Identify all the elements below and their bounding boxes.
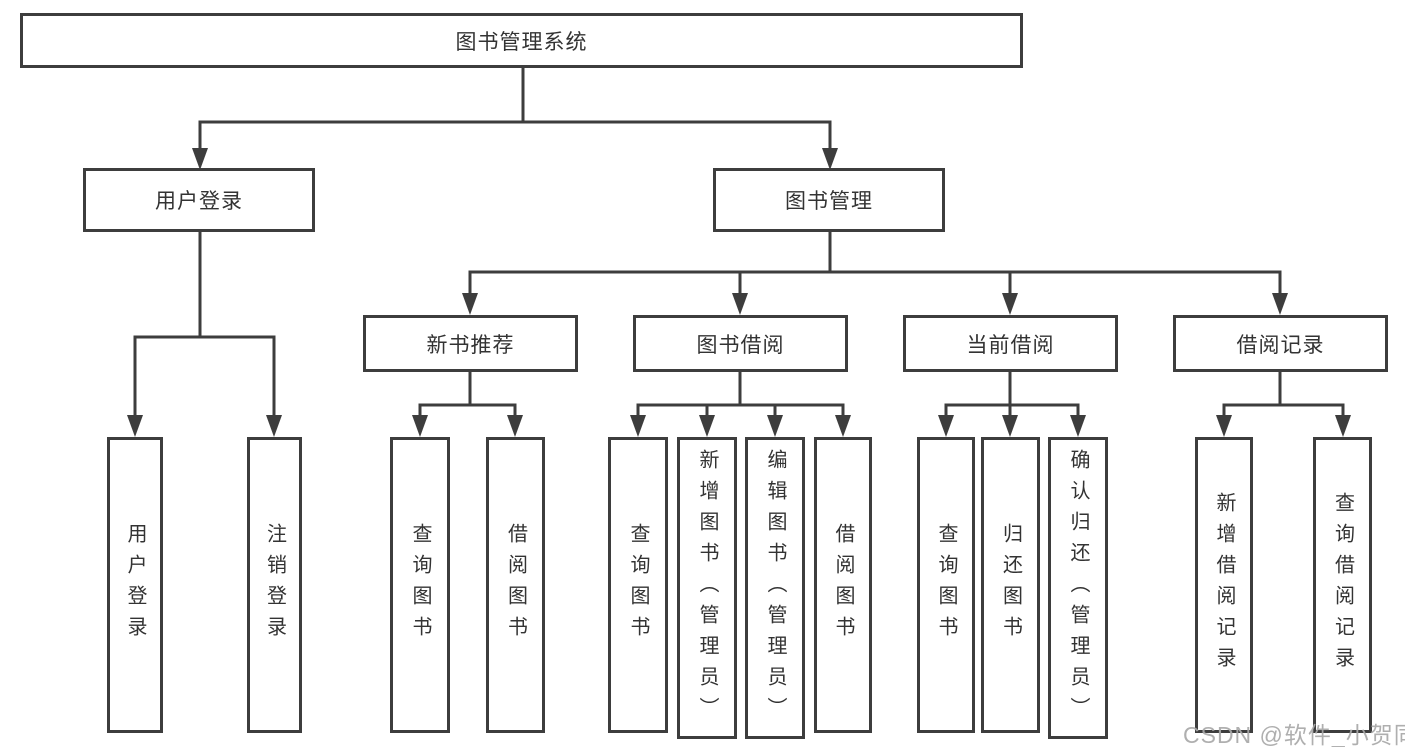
leaf-query-books: 查询图书: [917, 437, 975, 733]
arrowhead: [732, 293, 748, 315]
arrowhead: [767, 415, 783, 437]
node-label: 新增借阅记录: [1213, 492, 1235, 678]
node-label: 图书管理系统: [455, 30, 588, 54]
connector-records-to-leaves: [1222, 372, 1345, 417]
arrowhead: [835, 415, 851, 437]
leaf-borrow-books: 借阅图书: [814, 437, 872, 733]
node-label: 编辑图书（管理员）: [764, 448, 786, 728]
node-system-root: 图书管理系统: [20, 13, 1023, 68]
leaf-add-borrow-record: 新增借阅记录: [1195, 437, 1253, 733]
node-label: 归还图书: [999, 523, 1022, 647]
arrowhead: [462, 293, 478, 315]
arrowhead: [192, 148, 208, 170]
arrowhead: [266, 415, 282, 437]
arrowhead: [699, 415, 715, 437]
arrowhead: [1272, 293, 1288, 315]
node-book-borrowing: 图书借阅: [633, 315, 848, 372]
node-label: 图书借阅: [696, 333, 785, 357]
leaf-query-books: 查询图书: [608, 437, 668, 733]
node-borrowing-records: 借阅记录: [1173, 315, 1388, 372]
node-label: 注销登录: [263, 523, 286, 647]
arrowhead: [1335, 415, 1351, 437]
arrowhead: [507, 415, 523, 437]
node-label: 借阅记录: [1236, 333, 1325, 357]
connector-newbooks-to-leaves: [418, 372, 517, 417]
node-label: 用户登录: [124, 523, 146, 647]
node-label: 用户登录: [155, 190, 243, 213]
leaf-confirm-return-admin: 确认归还（管理员）: [1048, 437, 1108, 739]
node-label: 新增图书（管理员）: [696, 448, 718, 728]
leaf-return-books: 归还图书: [981, 437, 1040, 733]
watermark: CSDN @软件_小贺同学: [1183, 722, 1405, 747]
node-label: 图书管理: [785, 190, 873, 213]
leaf-borrow-books: 借阅图书: [486, 437, 545, 733]
connector-userlogin-to-leaves: [133, 232, 276, 417]
leaf-query-books: 查询图书: [390, 437, 450, 733]
node-label: 查询借阅记录: [1331, 492, 1354, 678]
arrowhead: [1216, 415, 1232, 437]
leaf-add-books-admin: 新增图书（管理员）: [677, 437, 737, 739]
connector-borrowing-to-leaves: [636, 372, 845, 417]
arrowhead: [412, 415, 428, 437]
leaf-user-login: 用户登录: [107, 437, 163, 733]
node-label: 查询图书: [409, 523, 431, 647]
node-label: 查询图书: [627, 523, 649, 647]
connector-root-to-level2: [198, 68, 832, 150]
node-book-management: 图书管理: [713, 168, 945, 232]
arrowhead: [630, 415, 646, 437]
node-label: 当前借阅: [966, 333, 1055, 357]
node-label: 借阅图书: [832, 523, 854, 647]
node-label: 查询图书: [935, 523, 957, 647]
leaf-edit-books-admin: 编辑图书（管理员）: [745, 437, 805, 739]
arrowhead: [1002, 293, 1018, 315]
connector-bookmgmt-to-level3: [468, 232, 1282, 295]
node-user-login: 用户登录: [83, 168, 315, 232]
arrowhead: [127, 415, 143, 437]
arrowhead: [938, 415, 954, 437]
arrowhead: [1002, 415, 1018, 437]
node-new-book-recommend: 新书推荐: [363, 315, 578, 372]
node-current-borrowing: 当前借阅: [903, 315, 1118, 372]
arrowhead: [822, 148, 838, 170]
node-label: 确认归还（管理员）: [1067, 448, 1089, 728]
connector-current-to-leaves: [944, 372, 1080, 417]
arrowhead: [1070, 415, 1086, 437]
leaf-query-borrow-record: 查询借阅记录: [1313, 437, 1372, 733]
node-label: 新书推荐: [426, 333, 515, 357]
leaf-logout: 注销登录: [247, 437, 302, 733]
node-label: 借阅图书: [504, 523, 527, 647]
